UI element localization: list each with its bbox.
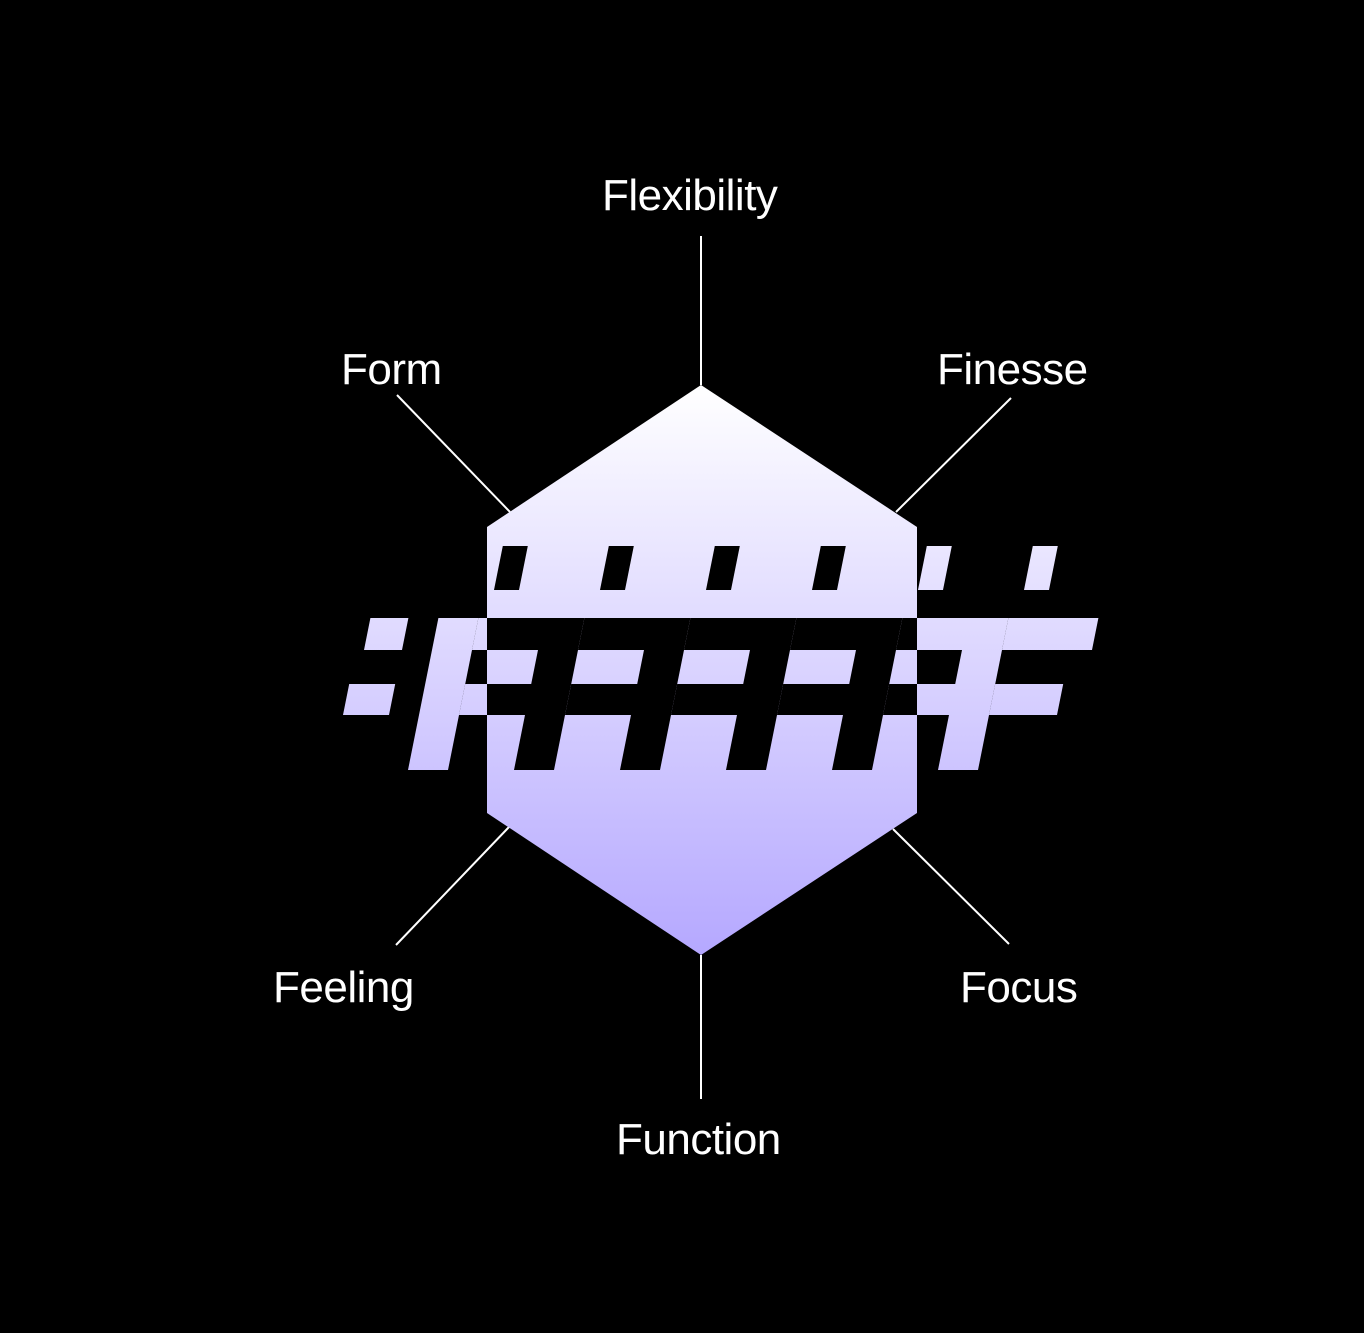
f-glyph-stroke [883, 684, 917, 715]
f-glyph-stroke [487, 684, 534, 715]
f-glyph-stroke [918, 546, 952, 590]
f-glyph-inner-5 [832, 618, 917, 770]
f-glyph-stroke [565, 684, 640, 715]
label-form: Form [341, 345, 442, 394]
connector-lines [395, 236, 1012, 1099]
f-glyph-fragment [343, 684, 396, 715]
f-glyph-stroke [514, 618, 585, 770]
f-glyph-stroke [938, 618, 1009, 770]
f-glyph-stroke [1002, 618, 1099, 650]
f-glyph-stroke [989, 684, 1064, 715]
f-glyph-stroke [1024, 546, 1058, 590]
f-glyph-stroke [832, 618, 903, 770]
label-function: Function [616, 1115, 781, 1164]
label-focus: Focus [960, 963, 1078, 1012]
f-glyph-stroke [706, 546, 740, 590]
label-finesse: Finesse [937, 345, 1088, 394]
f-glyph-stroke [671, 684, 746, 715]
hexagon [487, 385, 917, 955]
connector-form [396, 394, 511, 513]
label-flexibility: Flexibility [602, 171, 778, 220]
f-glyph-stroke [777, 684, 852, 715]
f-glyph-stroke [408, 618, 479, 770]
f-glyph-stroke [600, 546, 634, 590]
label-feeling: Feeling [273, 963, 414, 1012]
f-glyph-stroke [812, 546, 846, 590]
f-glyph-stroke [620, 618, 691, 770]
f-glyph-inner-3 [620, 546, 781, 770]
f-glyph-outer-6 [938, 546, 1099, 770]
f-glyph-stroke [494, 546, 528, 590]
connector-focus [892, 828, 1010, 945]
f-glyph-row-inner [487, 546, 917, 770]
f-glyph-stroke [726, 618, 797, 770]
connector-finesse [895, 397, 1012, 513]
f-glyph-fragment [364, 618, 409, 650]
connector-feeling [395, 826, 510, 946]
